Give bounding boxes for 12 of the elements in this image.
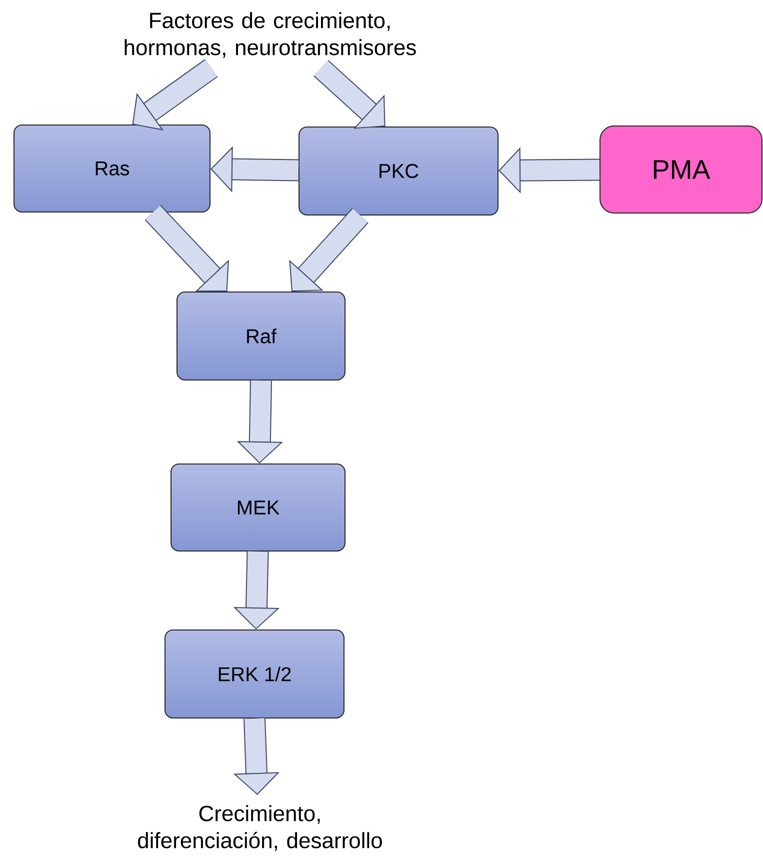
block-arrow <box>314 60 386 129</box>
process-box: Ras <box>14 124 210 212</box>
process-box: Raf <box>176 292 346 380</box>
process-box: PKC <box>298 126 498 216</box>
process-box: ERK 1/2 <box>164 630 344 718</box>
node-text: Factores de crecimiento, hormonas, neurotransmisores <box>124 12 416 58</box>
block-arrow <box>144 204 229 292</box>
node-text: Crecimiento, diferenciación, desarrollo <box>138 805 382 851</box>
block-arrow <box>132 59 218 130</box>
process-box: MEK <box>170 464 346 552</box>
stimulus-box: PMA <box>600 126 762 214</box>
block-arrow <box>289 208 368 292</box>
